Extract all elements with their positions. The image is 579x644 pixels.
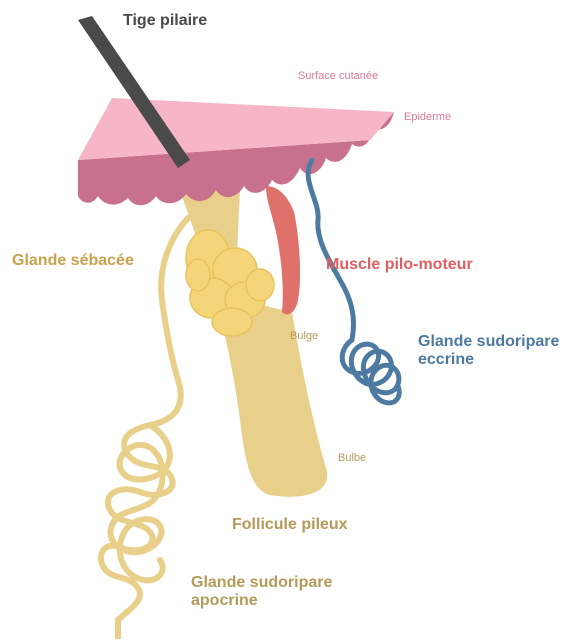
label-tige-pilaire: Tige pilaire bbox=[123, 12, 207, 30]
label-bulbe: Bulbe bbox=[338, 452, 366, 465]
label-glande-sudoripare-eccrine: Glande sudoripare eccrine bbox=[418, 333, 559, 370]
label-epiderme: Epiderme bbox=[404, 111, 451, 124]
label-apocrine-line-2: apocrine bbox=[191, 592, 332, 610]
label-muscle-pilo-moteur: Muscle pilo-moteur bbox=[326, 256, 473, 274]
eccrine-gland-duct bbox=[308, 160, 353, 340]
label-glande-sudoripare-apocrine: Glande sudoripare apocrine bbox=[191, 574, 332, 611]
apocrine-coil bbox=[111, 425, 170, 580]
label-eccrine-line-1: Glande sudoripare bbox=[418, 333, 559, 351]
label-apocrine-line-1: Glande sudoripare bbox=[191, 574, 332, 592]
label-follicule-pileux: Follicule pileux bbox=[232, 516, 348, 534]
label-glande-sebacee: Glande sébacée bbox=[12, 252, 134, 270]
label-bulge: Bulge bbox=[290, 330, 318, 343]
eccrine-gland-coil bbox=[342, 340, 399, 403]
label-eccrine-line-2: eccrine bbox=[418, 351, 559, 369]
label-surface-cutanee: Surface cutanée bbox=[298, 70, 378, 83]
apocrine-gland bbox=[101, 218, 188, 638]
